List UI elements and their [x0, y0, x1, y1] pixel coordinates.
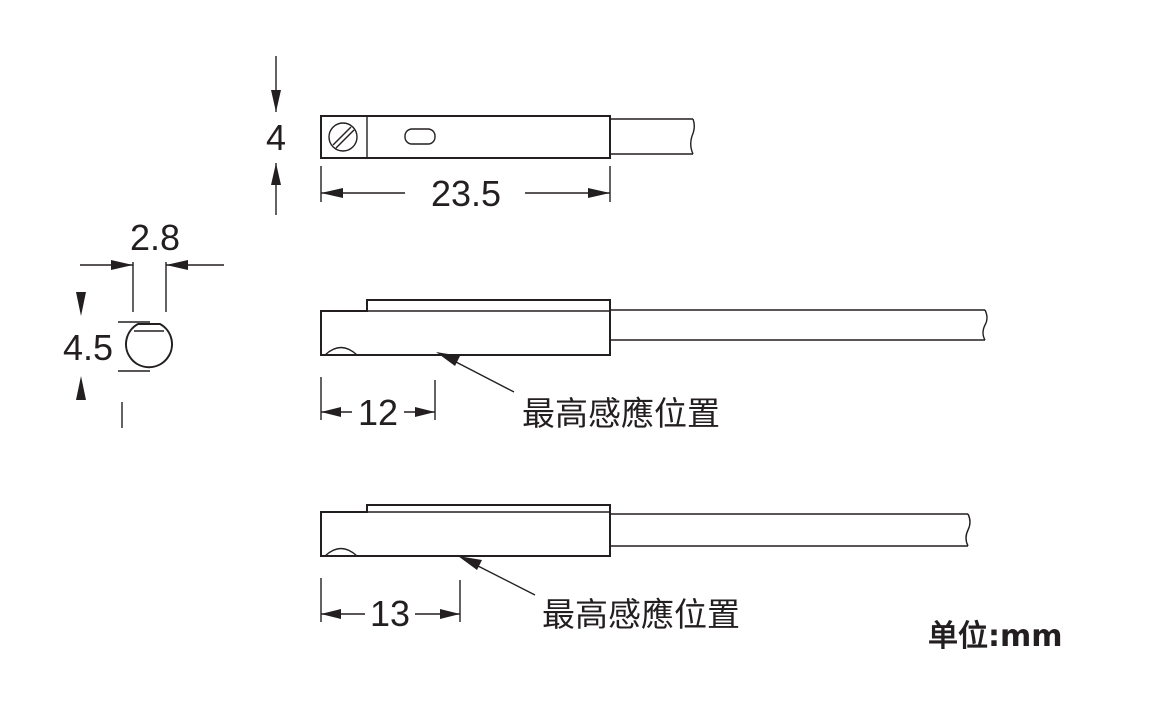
screw-icon — [328, 122, 358, 152]
top-view-cable-break — [690, 118, 695, 155]
pos2-label: 最高感應位置 — [542, 595, 740, 634]
height-dim-value: 4 — [266, 117, 286, 158]
pos1-leader-line — [455, 361, 515, 393]
width-dim-arrow-left — [111, 260, 133, 270]
end-height-dim-value: 4.5 — [63, 327, 113, 368]
width-dim-arrow-right — [166, 260, 188, 270]
pos1-dim-arrow-left — [321, 407, 341, 417]
led-window-icon — [404, 128, 436, 145]
end-height-arrow-bottom — [76, 376, 86, 400]
pos1-leader-arrow — [436, 352, 460, 366]
pos2-dim-arrow-left — [321, 609, 341, 619]
side-view-1-notch — [324, 346, 358, 356]
pos1-dim-arrow-right — [415, 407, 435, 417]
top-view: 4 23.5 — [266, 56, 695, 215]
side-view-1: 12 最高感應位置 — [320, 299, 988, 433]
pos2-dim-arrow-right — [440, 609, 460, 619]
length-dim-value: 23.5 — [431, 173, 501, 214]
width-dim-value: 2.8 — [130, 217, 180, 258]
length-dim-arrow-left — [321, 188, 343, 198]
pos2-leader-line — [477, 565, 536, 596]
end-view-profile — [125, 323, 173, 369]
side-view-2: 13 最高感應位置 — [320, 504, 971, 634]
side-view-2-notch — [324, 547, 358, 557]
pos1-label: 最高感應位置 — [522, 394, 720, 433]
side-view-2-cable-break — [965, 513, 971, 547]
side-view-1-body — [320, 299, 611, 356]
top-view-body — [320, 115, 611, 159]
height-dim-arrow-top — [271, 90, 281, 112]
pos2-leader-arrow — [458, 556, 482, 570]
pos1-dim-value: 12 — [358, 392, 398, 433]
end-height-arrow-top — [76, 292, 86, 316]
pos2-dim-value: 13 — [370, 593, 410, 634]
side-view-1-cable-break — [982, 309, 988, 341]
length-dim-arrow-right — [588, 188, 610, 198]
unit-label: 单位:mm — [928, 619, 1063, 654]
end-view: 2.8 4.5 — [63, 217, 224, 428]
height-dim-arrow-bottom — [271, 163, 281, 185]
